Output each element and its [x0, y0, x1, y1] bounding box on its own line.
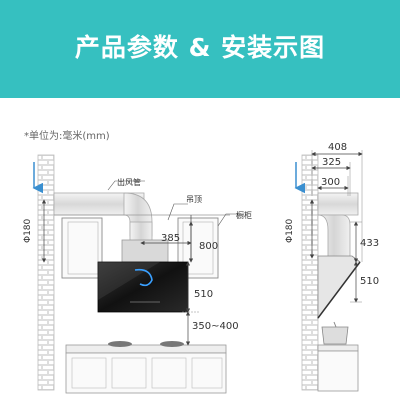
- side-view: 408 325 300 Φ180 433 510: [285, 142, 379, 392]
- banner-title: 产品参数 & 安装示图: [74, 33, 326, 62]
- side-duct-diameter: Φ180: [285, 218, 295, 243]
- unit-note: *单位为:毫米(mm): [24, 131, 110, 142]
- front-view: 出风管 吊顶 橱柜 Φ180 385 800 510 350~400: [23, 154, 252, 394]
- duct-label: 出风管: [117, 177, 141, 187]
- side-vertical-duct: [317, 214, 351, 261]
- dim-side-panel-height: 510: [360, 276, 379, 287]
- dim-front-panel-height: 510: [194, 289, 213, 300]
- side-horizontal-duct: [317, 192, 359, 216]
- dim-body-height: 433: [360, 238, 379, 249]
- dim-install-height: 350~400: [192, 321, 239, 332]
- cabinet-label: 橱柜: [236, 210, 252, 220]
- dim-duct-depth: 300: [321, 177, 340, 188]
- title-banner: 产品参数 & 安装示图: [0, 0, 400, 98]
- front-brick-wall: [37, 154, 55, 391]
- ceiling-label: 吊顶: [186, 195, 202, 204]
- side-brick-wall: [301, 154, 319, 391]
- dim-hood-to-cabinet: 800: [199, 241, 218, 252]
- pot-icon: [321, 326, 349, 345]
- cooktop: [65, 344, 227, 354]
- left-upper-cabinet: [61, 217, 103, 279]
- dim-duct-offset: 385: [161, 233, 180, 244]
- dim-total-depth: 408: [328, 142, 347, 153]
- side-base-cabinet: [317, 350, 359, 392]
- dim-upper-depth: 325: [322, 157, 341, 168]
- hood-logo-icon: [134, 268, 153, 287]
- front-duct-diameter: Φ180: [23, 218, 33, 243]
- side-cooktop: [317, 344, 359, 352]
